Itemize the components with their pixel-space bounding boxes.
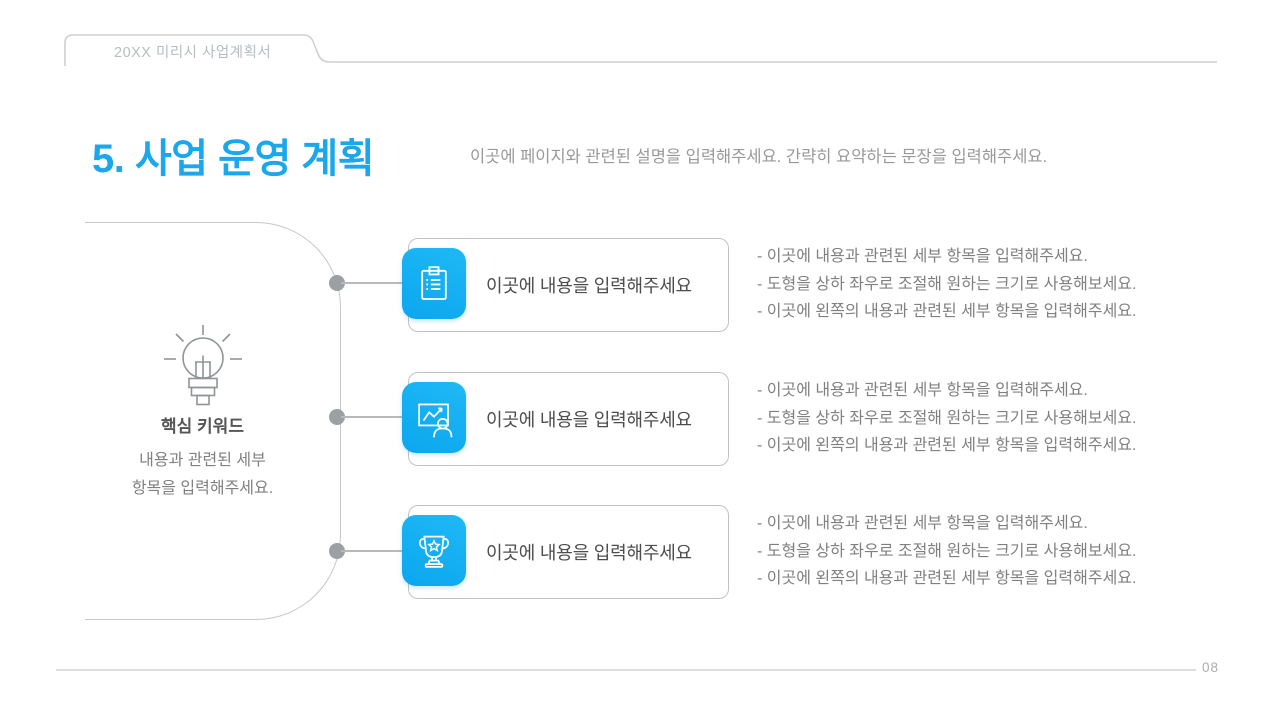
- bullet-line: - 도형을 상하 좌우로 조절해 원하는 크기로 사용해보세요.: [757, 542, 1137, 560]
- keyword-description-line: 내용과 관련된 세부: [139, 452, 266, 469]
- footer-divider: [56, 669, 1196, 671]
- bullet-line: - 이곳에 왼쪽의 내용과 관련된 세부 항목을 입력해주세요.: [757, 303, 1137, 320]
- content-box-label: 이곳에 내용을 입력해주세요: [486, 276, 692, 296]
- page-subtitle: 이곳에 페이지와 관련된 설명을 입력해주세요. 간략히 요약하는 문장을 입력…: [470, 148, 1048, 166]
- keyword-description: 내용과 관련된 세부 항목을 입력해주세요.: [70, 447, 335, 503]
- header-tab-outline: [64, 34, 1217, 66]
- bullet-list: - 이곳에 내용과 관련된 세부 항목을 입력해주세요. - 도형을 상하 좌우…: [757, 510, 1227, 593]
- content-box: 이곳에 내용을 입력해주세요: [408, 505, 729, 599]
- connector-line: [341, 282, 405, 284]
- bullet-line: - 이곳에 내용과 관련된 세부 항목을 입력해주세요.: [757, 382, 1088, 399]
- presentation-icon: [402, 382, 466, 453]
- connector-line: [341, 416, 405, 418]
- content-box-label: 이곳에 내용을 입력해주세요: [486, 410, 692, 430]
- lightbulb-icon: [164, 325, 242, 406]
- connector-line: [341, 550, 405, 552]
- clipboard-icon: [402, 248, 466, 319]
- page-number: 08: [1202, 660, 1220, 675]
- content-box-label: 이곳에 내용을 입력해주세요: [486, 543, 692, 563]
- bullet-line: - 이곳에 왼쪽의 내용과 관련된 세부 항목을 입력해주세요.: [757, 570, 1137, 587]
- bullet-line: - 도형을 상하 좌우로 조절해 원하는 크기로 사용해보세요.: [757, 409, 1137, 427]
- keyword-title: 핵심 키워드: [161, 417, 244, 436]
- keyword-description-line: 항목을 입력해주세요.: [131, 480, 274, 497]
- page-title: 5. 사업 운영 계획: [92, 137, 375, 181]
- bullet-list: - 이곳에 내용과 관련된 세부 항목을 입력해주세요. - 도형을 상하 좌우…: [757, 243, 1227, 326]
- bullet-line: - 이곳에 내용과 관련된 세부 항목을 입력해주세요.: [757, 515, 1088, 532]
- document-tab-label: 20XX 미리시 사업계획서: [114, 45, 272, 61]
- bullet-line: - 이곳에 내용과 관련된 세부 항목을 입력해주세요.: [757, 248, 1088, 265]
- connector-dot: [329, 543, 345, 559]
- connector-dot: [329, 275, 345, 291]
- bullet-line: - 도형을 상하 좌우로 조절해 원하는 크기로 사용해보세요.: [757, 275, 1137, 293]
- bullet-list: - 이곳에 내용과 관련된 세부 항목을 입력해주세요. - 도형을 상하 좌우…: [757, 377, 1227, 460]
- bullet-line: - 이곳에 왼쪽의 내용과 관련된 세부 항목을 입력해주세요.: [757, 437, 1137, 454]
- trophy-icon: [402, 515, 466, 586]
- connector-dot: [329, 409, 345, 425]
